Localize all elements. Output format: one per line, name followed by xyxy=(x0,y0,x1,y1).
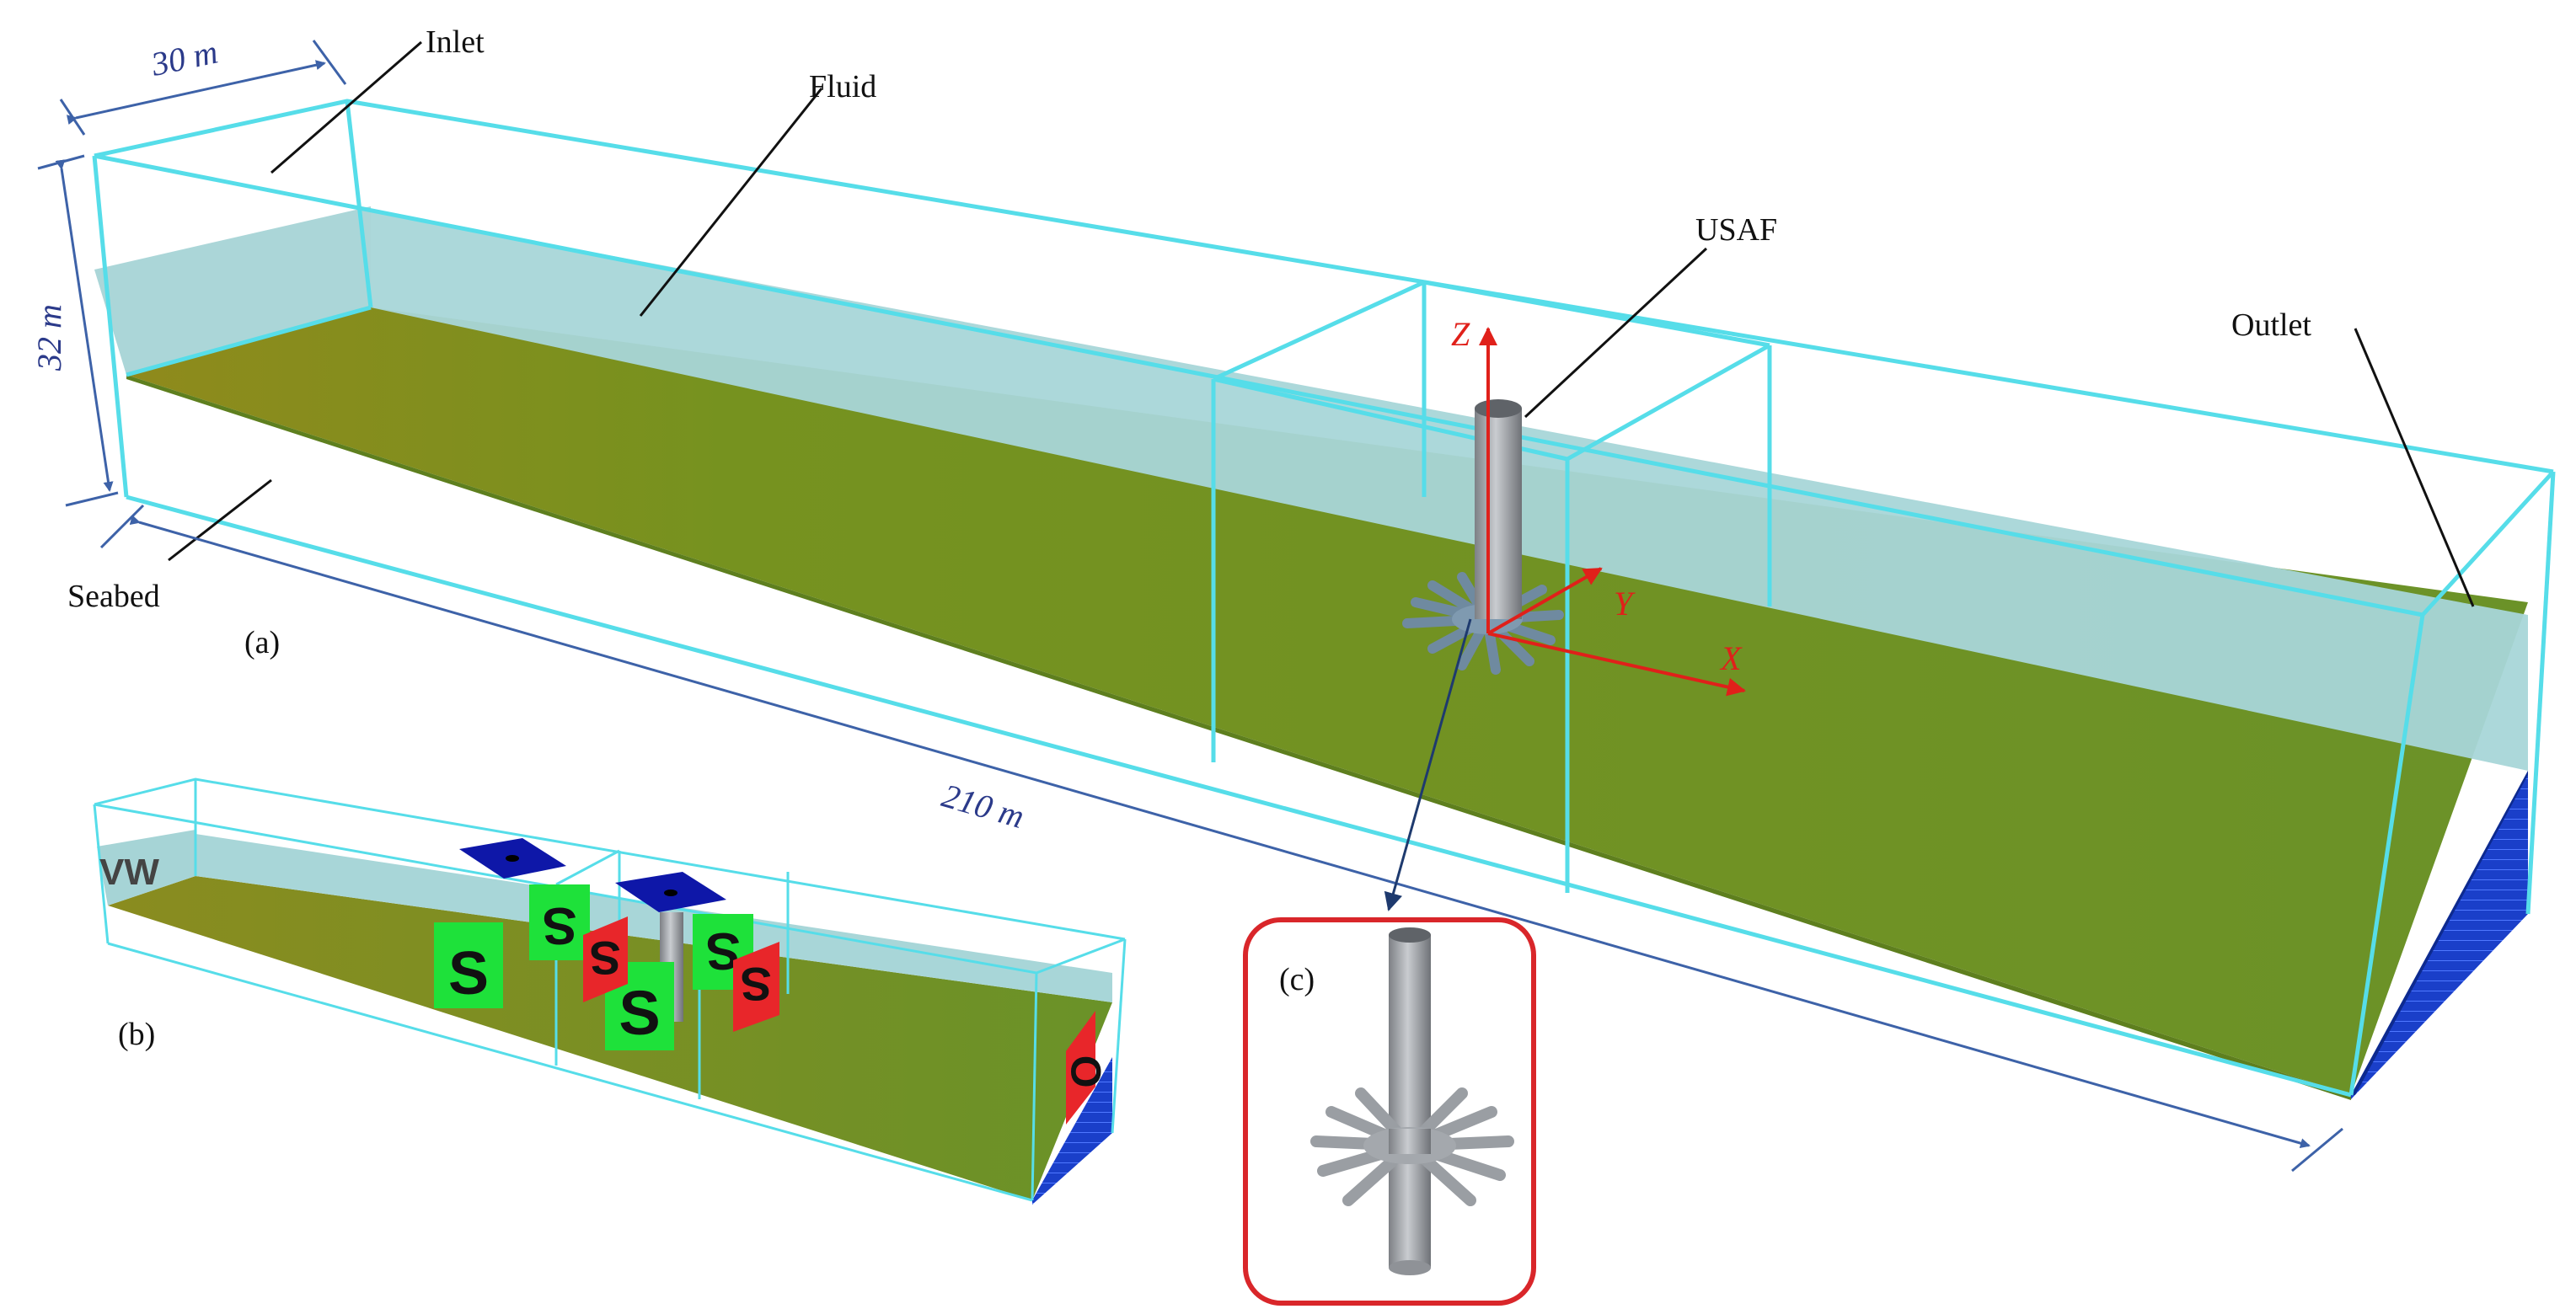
wall-marker-2: S xyxy=(733,942,779,1032)
fluid-label: Fluid xyxy=(809,69,876,104)
callout-pointer xyxy=(1384,618,1472,911)
inlet-marker: VW xyxy=(99,852,159,893)
svg-text:S: S xyxy=(619,978,660,1048)
width-dimension-label: 30 m xyxy=(147,33,222,84)
x-axis-label: X xyxy=(1719,639,1743,677)
width-dimension xyxy=(66,60,326,126)
panel-a-label: (a) xyxy=(244,625,280,660)
height-dimension xyxy=(55,159,114,492)
tank-a: Z Y X Inlet Fluid USAF Outlet Seabed xyxy=(30,24,2556,1173)
foundation-closeup xyxy=(1310,927,1514,1275)
symmetry-marker-4: S xyxy=(693,914,753,990)
svg-text:O: O xyxy=(1063,1055,1110,1088)
water-inlet-face xyxy=(94,206,371,375)
callout-c: (c) xyxy=(1243,917,1536,1306)
usaf-label: USAF xyxy=(1695,212,1777,248)
outlet-label: Outlet xyxy=(2231,307,2311,343)
z-axis-label: Z xyxy=(1451,315,1470,353)
outlet-face-b xyxy=(1032,1057,1112,1205)
wall-marker-1: S xyxy=(583,916,628,1002)
symmetry-marker-1: S xyxy=(434,922,503,1008)
y-axis-label: Y xyxy=(1614,585,1636,622)
monopile xyxy=(1475,409,1522,619)
height-dimension-label: 32 m xyxy=(30,304,68,371)
fluid-leader xyxy=(639,88,823,317)
svg-text:S: S xyxy=(448,940,489,1007)
length-dimension xyxy=(129,515,2311,1149)
svg-text:S: S xyxy=(589,932,620,985)
wall-marker-outlet: O xyxy=(1063,1011,1110,1125)
seabed-leader xyxy=(168,478,272,562)
usaf-leader xyxy=(1524,247,1708,419)
inlet-leader xyxy=(270,40,422,174)
length-dimension-label: 210 m xyxy=(938,776,1028,836)
svg-text:S: S xyxy=(740,958,771,1011)
water-inlet-face-b xyxy=(97,830,195,906)
outlet-leader xyxy=(2354,328,2475,607)
panel-b-label: (b) xyxy=(118,1017,155,1052)
seabed-label: Seabed xyxy=(67,579,160,614)
symmetry-marker-2: S xyxy=(529,884,590,960)
water-back-wall-b xyxy=(195,834,1112,1002)
tank-b: S S S S S S O VW (b) xyxy=(93,777,1127,1205)
panel-c-label: (c) xyxy=(1279,962,1315,997)
svg-text:S: S xyxy=(542,896,576,954)
inlet-label: Inlet xyxy=(426,24,485,60)
dimension-lines xyxy=(37,40,2343,1173)
